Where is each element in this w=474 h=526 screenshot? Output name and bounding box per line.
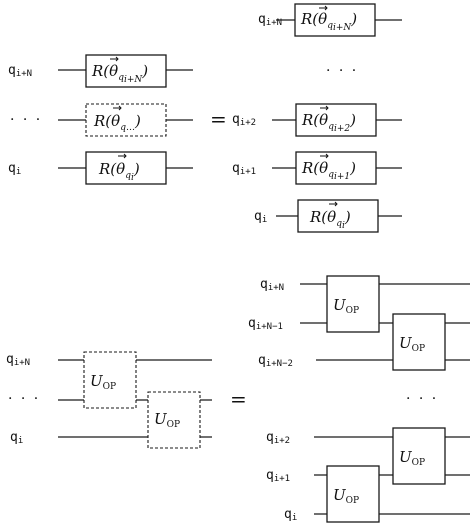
qubit-label-i-plus-2: qi+2 [232,112,256,128]
rotation-gate-i [85,151,167,185]
unitary-gate-4 [326,465,380,523]
unitary-gate-label: UOP [154,410,180,430]
equals-sign: = [210,107,227,131]
rotation-gate-i-plus-N [294,3,376,37]
ellipsis: · · · [8,391,40,407]
rotation-gate-i-plus-1 [295,151,377,185]
rotation-gate-i [297,199,379,233]
unitary-gate-label: UOP [333,486,359,506]
unitary-gate-dashed-lower [147,391,201,449]
unitary-gate-label: UOP [333,296,359,316]
rotation-gate-label: R(θqi+1) [301,159,356,182]
rotation-gate-label: R(θqi+N) [300,10,357,33]
rotation-gate-i-plus-N [85,54,167,88]
rotation-gate-label: R(θqi) [309,208,351,231]
unitary-gate-3 [392,427,446,485]
unitary-gate-2 [392,313,446,371]
equals-sign: = [230,387,247,411]
top-left-circuit: qi+N R(θqi+N) · · · R(θq…) qi R(θqi) [8,54,193,185]
rotation-gate-dashed [85,103,167,137]
qubit-label-i-plus-N: qi+N [258,12,282,28]
bottom-right-circuit: qi+N qi+N−1 qi+N−2 · · · qi+2 qi+1 qi UO… [248,275,470,523]
unitary-gate-1 [326,275,380,333]
rotation-gate-label: R(θq…) [93,112,141,133]
ellipsis: · · · [406,391,438,407]
qubit-label-i: qi [284,507,297,523]
theta-vector-arrows [110,5,338,207]
unitary-gate-label: UOP [90,372,116,392]
unitary-gate-label: UOP [399,334,425,354]
qubit-label-i-plus-N: qi+N [8,63,32,79]
unitary-gate-dashed-upper [83,351,137,409]
unitary-gate-label: UOP [399,448,425,468]
qubit-label-i: qi [8,161,21,177]
ellipsis: · · · [326,63,358,79]
qubit-label-i-plus-N-minus-2: qi+N−2 [258,353,293,369]
rotation-gate-i-plus-2 [295,103,377,137]
top-right-circuit: qi+N R(θqi+N) · · · qi+2 R(θqi+2) qi+1 R… [232,3,402,233]
qubit-label-i-plus-N: qi+N [6,352,30,368]
bottom-left-circuit: qi+N · · · qi UOP UOP [6,351,212,449]
qubit-label-i: qi [10,430,23,446]
rotation-gate-label: R(θqi) [98,160,140,183]
qubit-label-i: qi [254,209,267,225]
ellipsis: · · · [10,112,42,128]
qubit-label-i-plus-1: qi+1 [266,468,290,484]
rotation-gate-label: R(θqi+N) [91,62,148,85]
qubit-label-i-plus-N: qi+N [260,277,284,293]
qubit-label-i-plus-N-minus-1: qi+N−1 [248,316,283,332]
rotation-gate-label: R(θqi+2) [301,111,356,134]
qubit-label-i-plus-2: qi+2 [266,430,290,446]
qubit-label-i-plus-1: qi+1 [232,161,256,177]
